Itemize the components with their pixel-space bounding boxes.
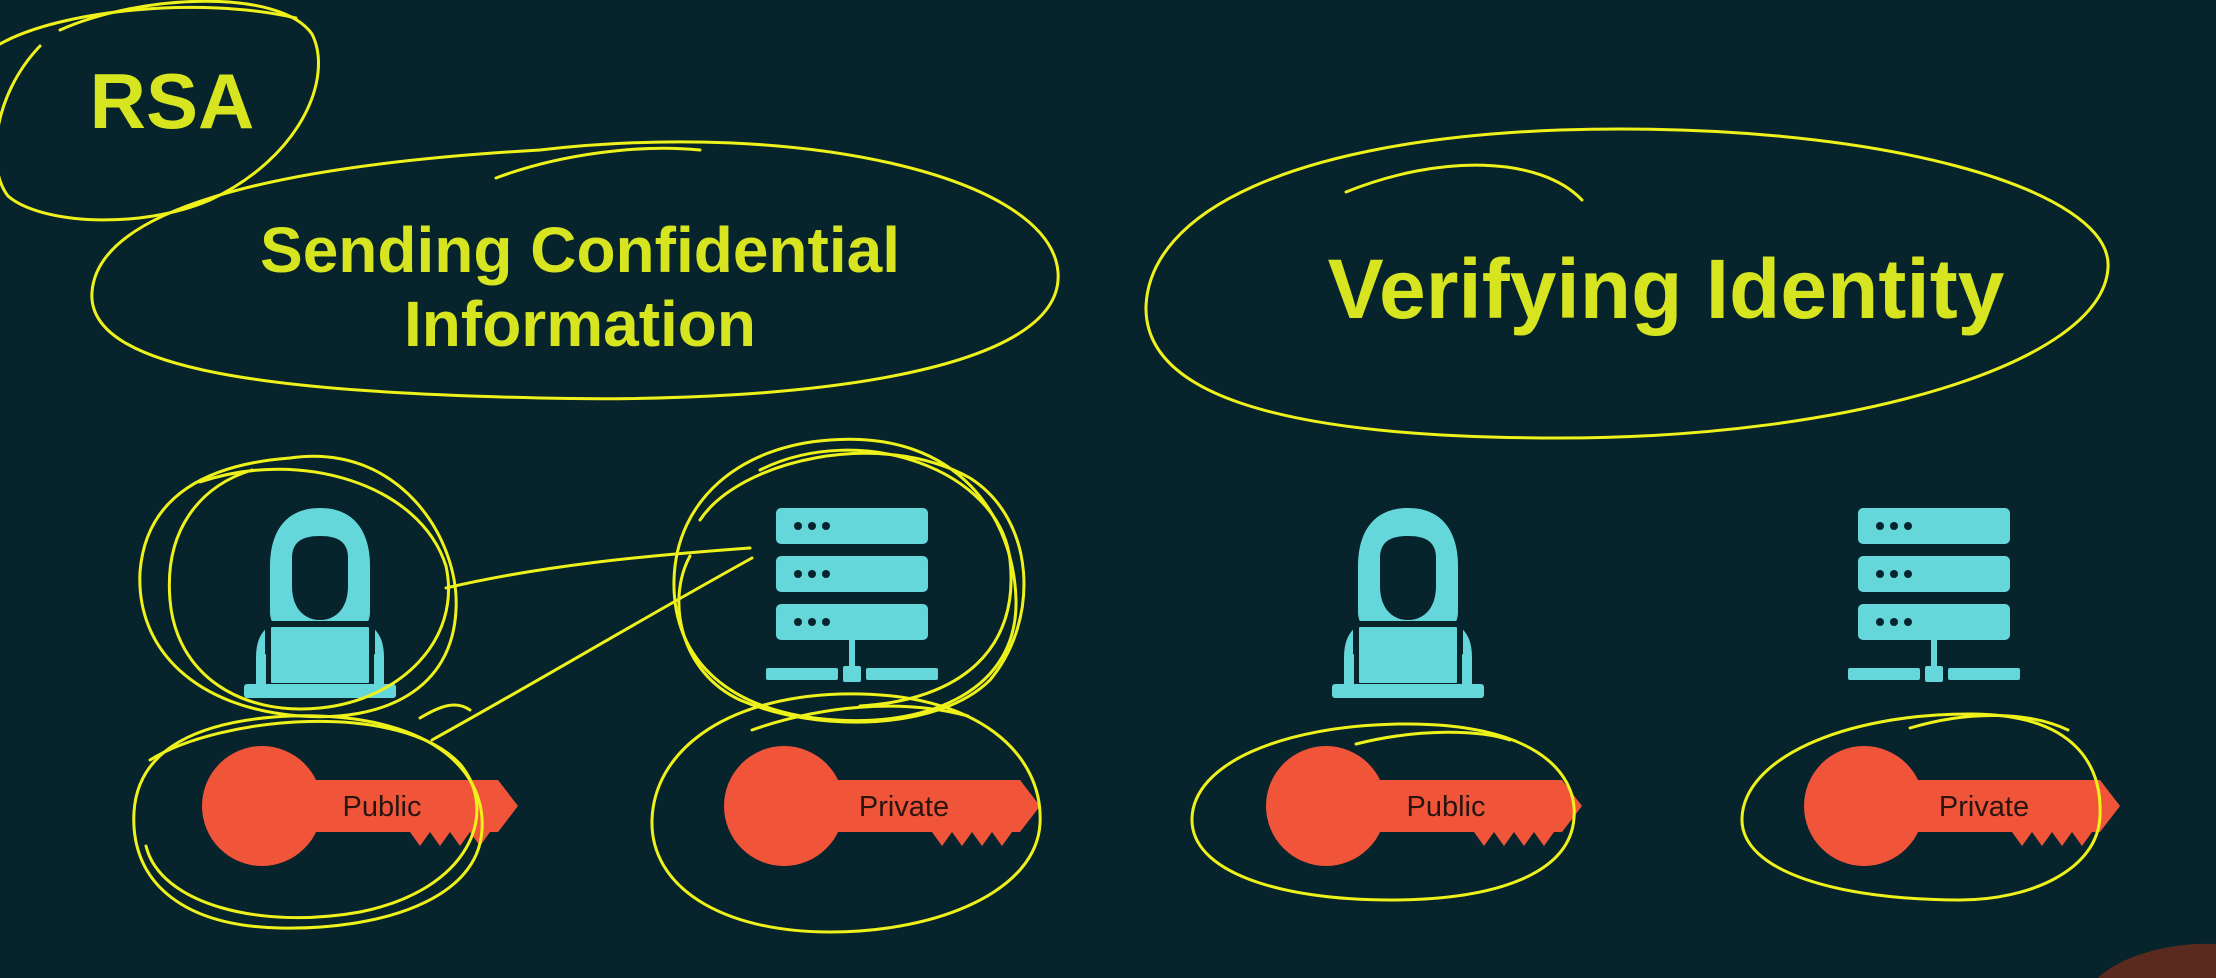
scribble-private-key-right-tail: [1908, 713, 2070, 732]
scribble-arrow-2: [430, 556, 754, 742]
scribble-server-circle-3: [758, 448, 1013, 708]
presenter-corner: [2098, 943, 2216, 978]
annotation-scribbles: [0, 0, 2110, 934]
scribble-heading-right: [1144, 127, 2110, 440]
scribble-arrow-3: [418, 703, 472, 720]
slide-title: RSA: [90, 57, 255, 145]
scribble-heading-right-tail: [1344, 163, 1584, 202]
server-icon: [766, 508, 938, 682]
heading-sending-line2: Information: [404, 288, 756, 360]
scribble-user-circle-2: [167, 467, 450, 711]
key-label-private: Private: [1939, 791, 2029, 823]
key-label-private: Private: [859, 791, 949, 823]
scribble-arrow-1: [444, 546, 752, 590]
scribble-heading-left-tail: [494, 146, 702, 180]
private-key-icon: Private: [1804, 746, 2120, 866]
user-at-laptop-icon: [1332, 508, 1484, 698]
scribble-heading-left: [90, 140, 1060, 401]
public-key-icon: Public: [1266, 746, 1582, 866]
scribble-server-circle-2: [677, 451, 1026, 724]
heading-sending-line1: Sending Confidential: [260, 214, 900, 286]
scribble-public-key-left-2: [144, 719, 479, 920]
key-label-public: Public: [343, 791, 422, 823]
heading-verifying: Verifying Identity: [1328, 242, 2005, 336]
public-key-icon: Public: [202, 746, 518, 866]
scribble-private-key-left: [650, 692, 1042, 934]
scribble-private-key-left-tail: [750, 704, 970, 732]
scribble-title-circle-2: [0, 5, 298, 46]
scribble-private-key-right: [1740, 712, 2102, 902]
key-label-public: Public: [1407, 791, 1486, 823]
server-icon: [1848, 508, 2020, 682]
scribble-public-key-right-tail: [1354, 730, 1512, 746]
private-key-icon: Private: [724, 746, 1040, 866]
scribble-public-key-right: [1190, 722, 1576, 902]
user-at-laptop-icon: [244, 508, 396, 698]
